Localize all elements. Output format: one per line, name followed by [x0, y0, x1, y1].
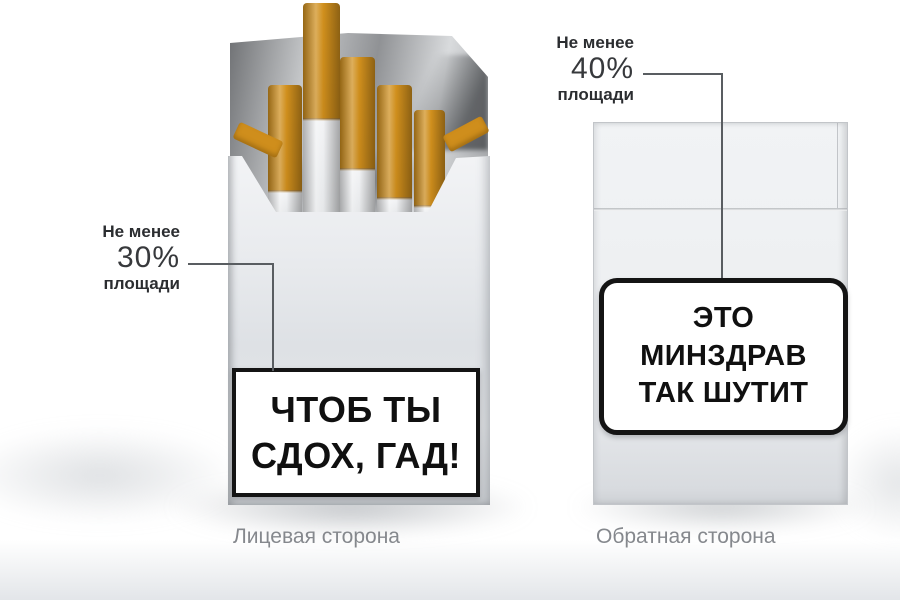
caption-front-side: Лицевая сторона [233, 525, 400, 548]
cigarette-2-tall [303, 3, 340, 217]
annotation-40-suffix: площади [557, 85, 634, 104]
cigarette-4 [377, 85, 412, 217]
annotation-30-value: 30% [116, 241, 180, 274]
floor-gradient [0, 540, 900, 600]
leader-line-40-horizontal [643, 73, 723, 75]
annotation-30-suffix: площади [103, 274, 180, 293]
right-pack-back-side: ЭТО МИНЗДРАВ ТАК ШУТИТ [593, 122, 848, 505]
annotation-40-prefix: Не менее [556, 33, 634, 52]
leader-line-30-vertical [272, 263, 274, 371]
annotation-30-percent: Не менее 30% площади [70, 222, 180, 294]
back-warning-label: ЭТО МИНЗДРАВ ТАК ШУТИТ [599, 278, 848, 435]
left-pack-front-side: ЧТОБ ТЫ СДОХ, ГАД! [228, 3, 490, 505]
back-warning-line-1: ЭТО [692, 301, 755, 334]
leader-line-30-horizontal [188, 263, 274, 265]
pack-lid-seam [594, 208, 847, 211]
pack-lid-crease [837, 123, 838, 208]
back-warning-line-3: ТАК ШУТИТ [638, 377, 809, 410]
annotation-40-percent: Не менее 40% площади [522, 33, 634, 105]
annotation-30-prefix: Не менее [102, 222, 180, 241]
caption-back-side: Обратная сторона [596, 525, 776, 548]
back-warning-line-2: МИНЗДРАВ [640, 339, 807, 372]
front-warning-line-1: ЧТОБ ТЫ [270, 389, 442, 431]
cigarette-3 [340, 57, 375, 217]
front-warning-label: ЧТОБ ТЫ СДОХ, ГАД! [232, 368, 480, 497]
leader-line-40-vertical [721, 73, 723, 278]
front-warning-line-2: СДОХ, ГАД! [251, 434, 461, 476]
annotation-40-value: 40% [570, 52, 634, 85]
